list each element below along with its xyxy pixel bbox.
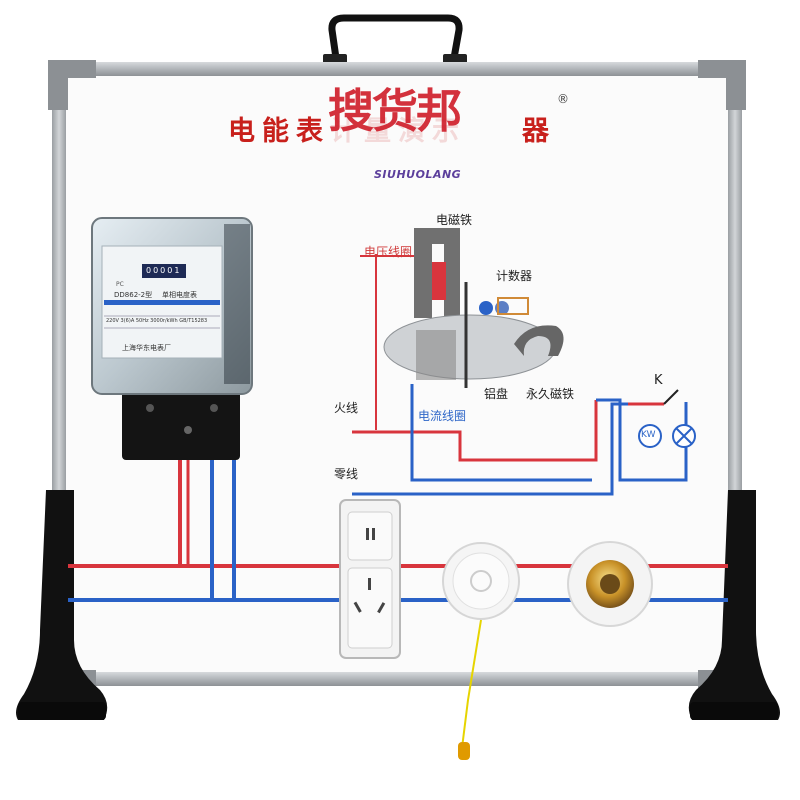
board-title-char-2: 能 bbox=[262, 116, 289, 147]
label-aluminum-disc: 铝盘 bbox=[484, 387, 509, 401]
label-current-coil: 电流线圈 bbox=[418, 409, 467, 423]
label-live-wire: 火线 bbox=[334, 401, 359, 415]
wall-socket[interactable] bbox=[339, 499, 401, 659]
meter-type: 单相电度表 bbox=[162, 291, 197, 299]
carry-handle[interactable] bbox=[323, 14, 467, 64]
label-switch-k: K bbox=[654, 373, 663, 388]
registered-mark: ® bbox=[557, 92, 569, 106]
board-title-char-3: 表 bbox=[296, 116, 323, 147]
board-title-char-4: 计 bbox=[330, 116, 357, 147]
label-permanent-magnet: 永久磁铁 bbox=[526, 387, 575, 401]
board-title-char-1: 电 bbox=[228, 116, 255, 147]
label-electromagnet: 电磁铁 bbox=[436, 213, 473, 227]
meter-model: DD862-2型 bbox=[114, 291, 153, 299]
meter-principle-diagram bbox=[352, 228, 696, 496]
right-stand bbox=[688, 490, 780, 720]
meter-reading: 00001 bbox=[146, 266, 182, 275]
electricity-meter bbox=[91, 217, 253, 460]
label-counter: 计数器 bbox=[496, 269, 533, 283]
meter-spec: 220V 3(6)A 50Hz 3000r/kWh GB/T15283 bbox=[106, 318, 208, 324]
brand-watermark-sub: SIUHUOLANG bbox=[374, 168, 462, 181]
board-title-char-8: 器 bbox=[522, 116, 549, 147]
left-stand bbox=[16, 490, 108, 720]
meter-brand: PC bbox=[116, 281, 124, 288]
label-kw: KW bbox=[641, 430, 656, 440]
meter-maker: 上海华东电表厂 bbox=[122, 344, 171, 352]
pull-cord-switch[interactable] bbox=[442, 542, 520, 760]
board-title-char-5: 量 bbox=[364, 116, 391, 147]
board-title-char-7: 示 bbox=[432, 116, 459, 147]
board-title-char-6: 演 bbox=[398, 116, 425, 147]
lamp-holder[interactable] bbox=[567, 541, 653, 627]
label-voltage-coil: 电压线圈 bbox=[364, 245, 413, 259]
meter-wiring bbox=[178, 458, 236, 600]
brand-watermark: 搜货邦 bbox=[328, 84, 462, 138]
label-neutral-wire: 零线 bbox=[334, 467, 359, 481]
